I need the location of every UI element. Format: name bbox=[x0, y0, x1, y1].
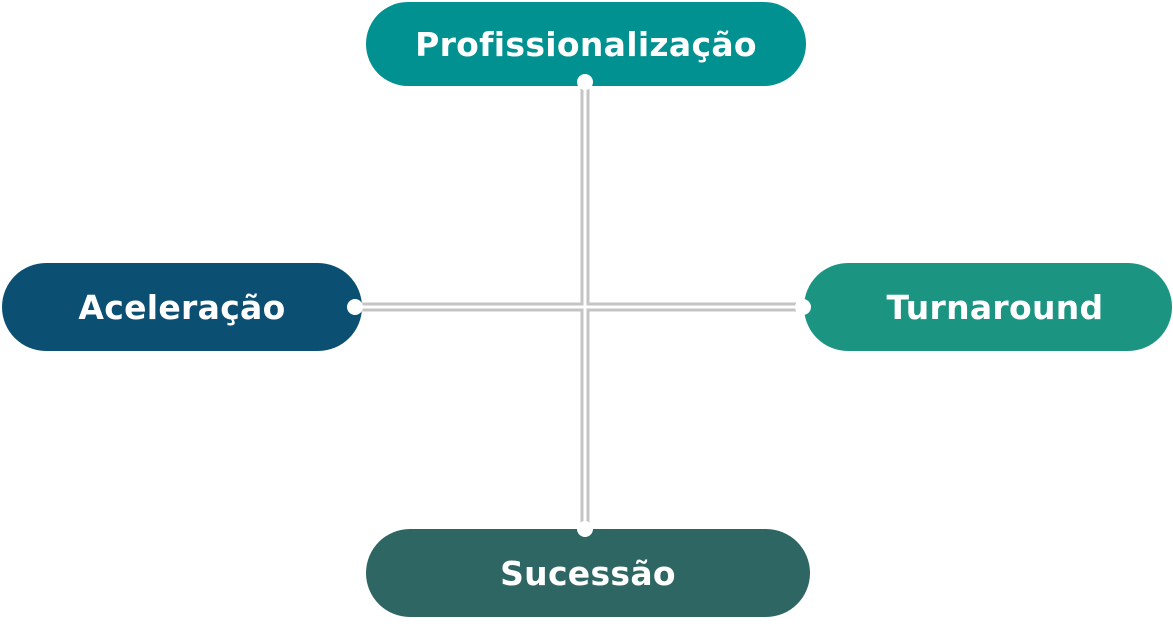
connector-dot-bottom bbox=[577, 521, 593, 537]
connector-dot-left bbox=[347, 299, 363, 315]
node-sucessao: Sucessão bbox=[366, 529, 810, 617]
connector-dot-right bbox=[795, 299, 811, 315]
node-profissionalizacao: Profissionalização bbox=[366, 2, 806, 86]
connector-dot-top bbox=[577, 74, 593, 90]
node-label: Turnaround bbox=[886, 287, 1104, 327]
node-label: Aceleração bbox=[78, 287, 286, 327]
node-label: Sucessão bbox=[500, 553, 676, 593]
node-aceleracao: Aceleração bbox=[2, 263, 362, 351]
node-label: Profissionalização bbox=[415, 24, 757, 64]
node-turnaround: Turnaround bbox=[804, 263, 1172, 351]
